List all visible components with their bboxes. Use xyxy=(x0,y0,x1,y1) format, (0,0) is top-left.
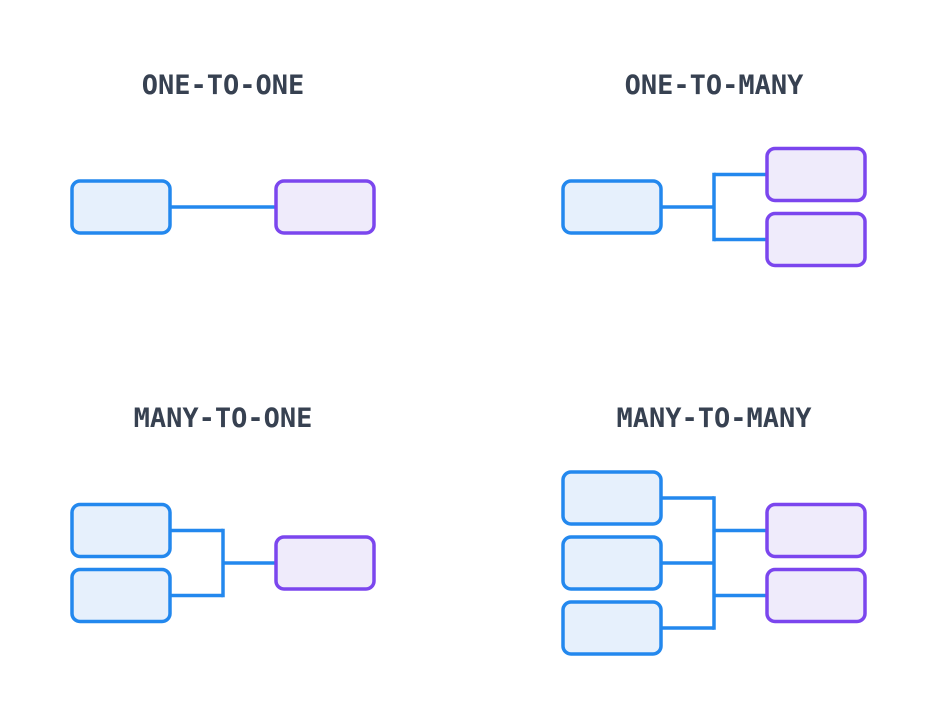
entity-box-left xyxy=(70,502,172,559)
entity-box-right xyxy=(274,535,376,591)
entity-box-left xyxy=(561,179,663,235)
entity-box-right xyxy=(765,211,867,268)
panel-title-one-to-many: ONE-TO-MANY xyxy=(625,70,805,101)
entity-box-left xyxy=(561,535,663,591)
entity-box-right xyxy=(765,567,867,624)
panel-many-to-one xyxy=(70,502,376,624)
entity-box-right xyxy=(765,502,867,559)
panel-title-many-to-many: MANY-TO-MANY xyxy=(616,403,812,434)
panel-many-to-many xyxy=(561,470,867,656)
panel-title-many-to-one: MANY-TO-ONE xyxy=(134,403,313,434)
entity-box-left xyxy=(70,179,172,235)
entity-box-right xyxy=(274,179,376,235)
entity-box-right xyxy=(765,146,867,203)
panel-title-one-to-one: ONE-TO-ONE xyxy=(142,70,305,101)
entity-box-left xyxy=(561,470,663,526)
panel-one-to-many xyxy=(561,146,867,268)
panel-one-to-one xyxy=(70,179,376,235)
entity-box-left xyxy=(561,600,663,656)
entity-box-left xyxy=(70,567,172,624)
